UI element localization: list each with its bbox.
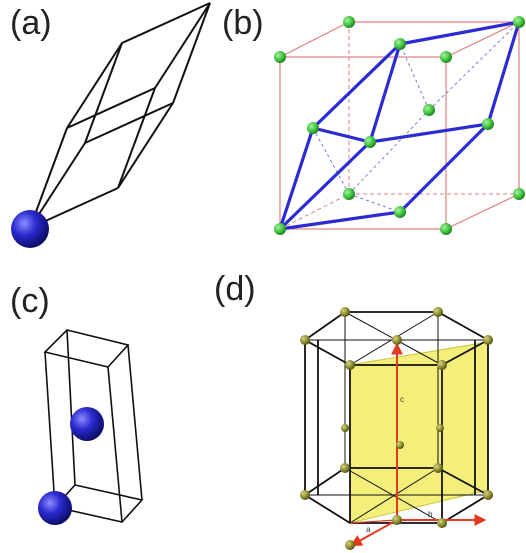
lattice-point xyxy=(433,307,443,317)
lattice-point xyxy=(300,335,310,345)
panel-label-d: (d) xyxy=(214,270,256,308)
panel-b-hidden-edges xyxy=(279,22,519,230)
lattice-point xyxy=(274,51,286,63)
lattice-point xyxy=(437,360,447,370)
lattice-point xyxy=(392,335,402,345)
lattice-point xyxy=(440,51,452,63)
lattice-point xyxy=(394,206,406,218)
a-axis-arrow xyxy=(349,519,398,547)
lattice-point xyxy=(483,490,493,500)
lattice-point xyxy=(513,16,525,28)
lattice-point xyxy=(437,518,447,528)
lattice-point xyxy=(345,360,355,370)
panel-a-rhombohedral-cell xyxy=(29,2,211,229)
panel-b-rhombohedral-edges xyxy=(278,20,521,231)
panel-c-tetragonal-cell xyxy=(43,329,144,523)
panel-label-c: (c) xyxy=(10,282,50,320)
panel-label-b: (b) xyxy=(222,4,264,42)
lattice-point xyxy=(396,441,404,449)
lattice-point xyxy=(343,188,355,200)
c-axis-label: c xyxy=(400,395,404,404)
lattice-point xyxy=(345,540,355,550)
lattice-point xyxy=(423,104,435,116)
lattice-point xyxy=(483,335,493,345)
lattice-point xyxy=(513,188,525,200)
lattice-point xyxy=(364,136,376,148)
panel-b-hidden-diagonals xyxy=(312,21,520,213)
panel-d-lattice-points xyxy=(300,307,493,550)
atom-sphere-c-center xyxy=(70,407,104,441)
atom-sphere-c-corner xyxy=(38,491,72,525)
lattice-point xyxy=(394,38,406,50)
panel-b-lattice-points xyxy=(274,16,525,235)
lattice-point xyxy=(307,122,319,134)
lattice-point xyxy=(340,307,350,317)
lattice-point xyxy=(343,16,355,28)
lattice-point xyxy=(300,490,310,500)
lattice-point xyxy=(274,223,286,235)
lattice-point xyxy=(340,463,350,473)
a-axis-label: a xyxy=(366,525,371,534)
panel-b-cubic-cell xyxy=(279,21,520,230)
lattice-point xyxy=(440,223,452,235)
panel-label-a: (a) xyxy=(10,4,52,42)
lattice-point xyxy=(341,424,349,432)
lattice-point xyxy=(482,118,494,130)
lattice-point xyxy=(433,463,443,473)
b-axis-label: b xyxy=(428,510,433,519)
lattice-point xyxy=(392,515,402,525)
lattice-point xyxy=(436,424,444,432)
panel-d-hex-highlight xyxy=(349,341,489,524)
atom-sphere-a xyxy=(11,210,49,248)
